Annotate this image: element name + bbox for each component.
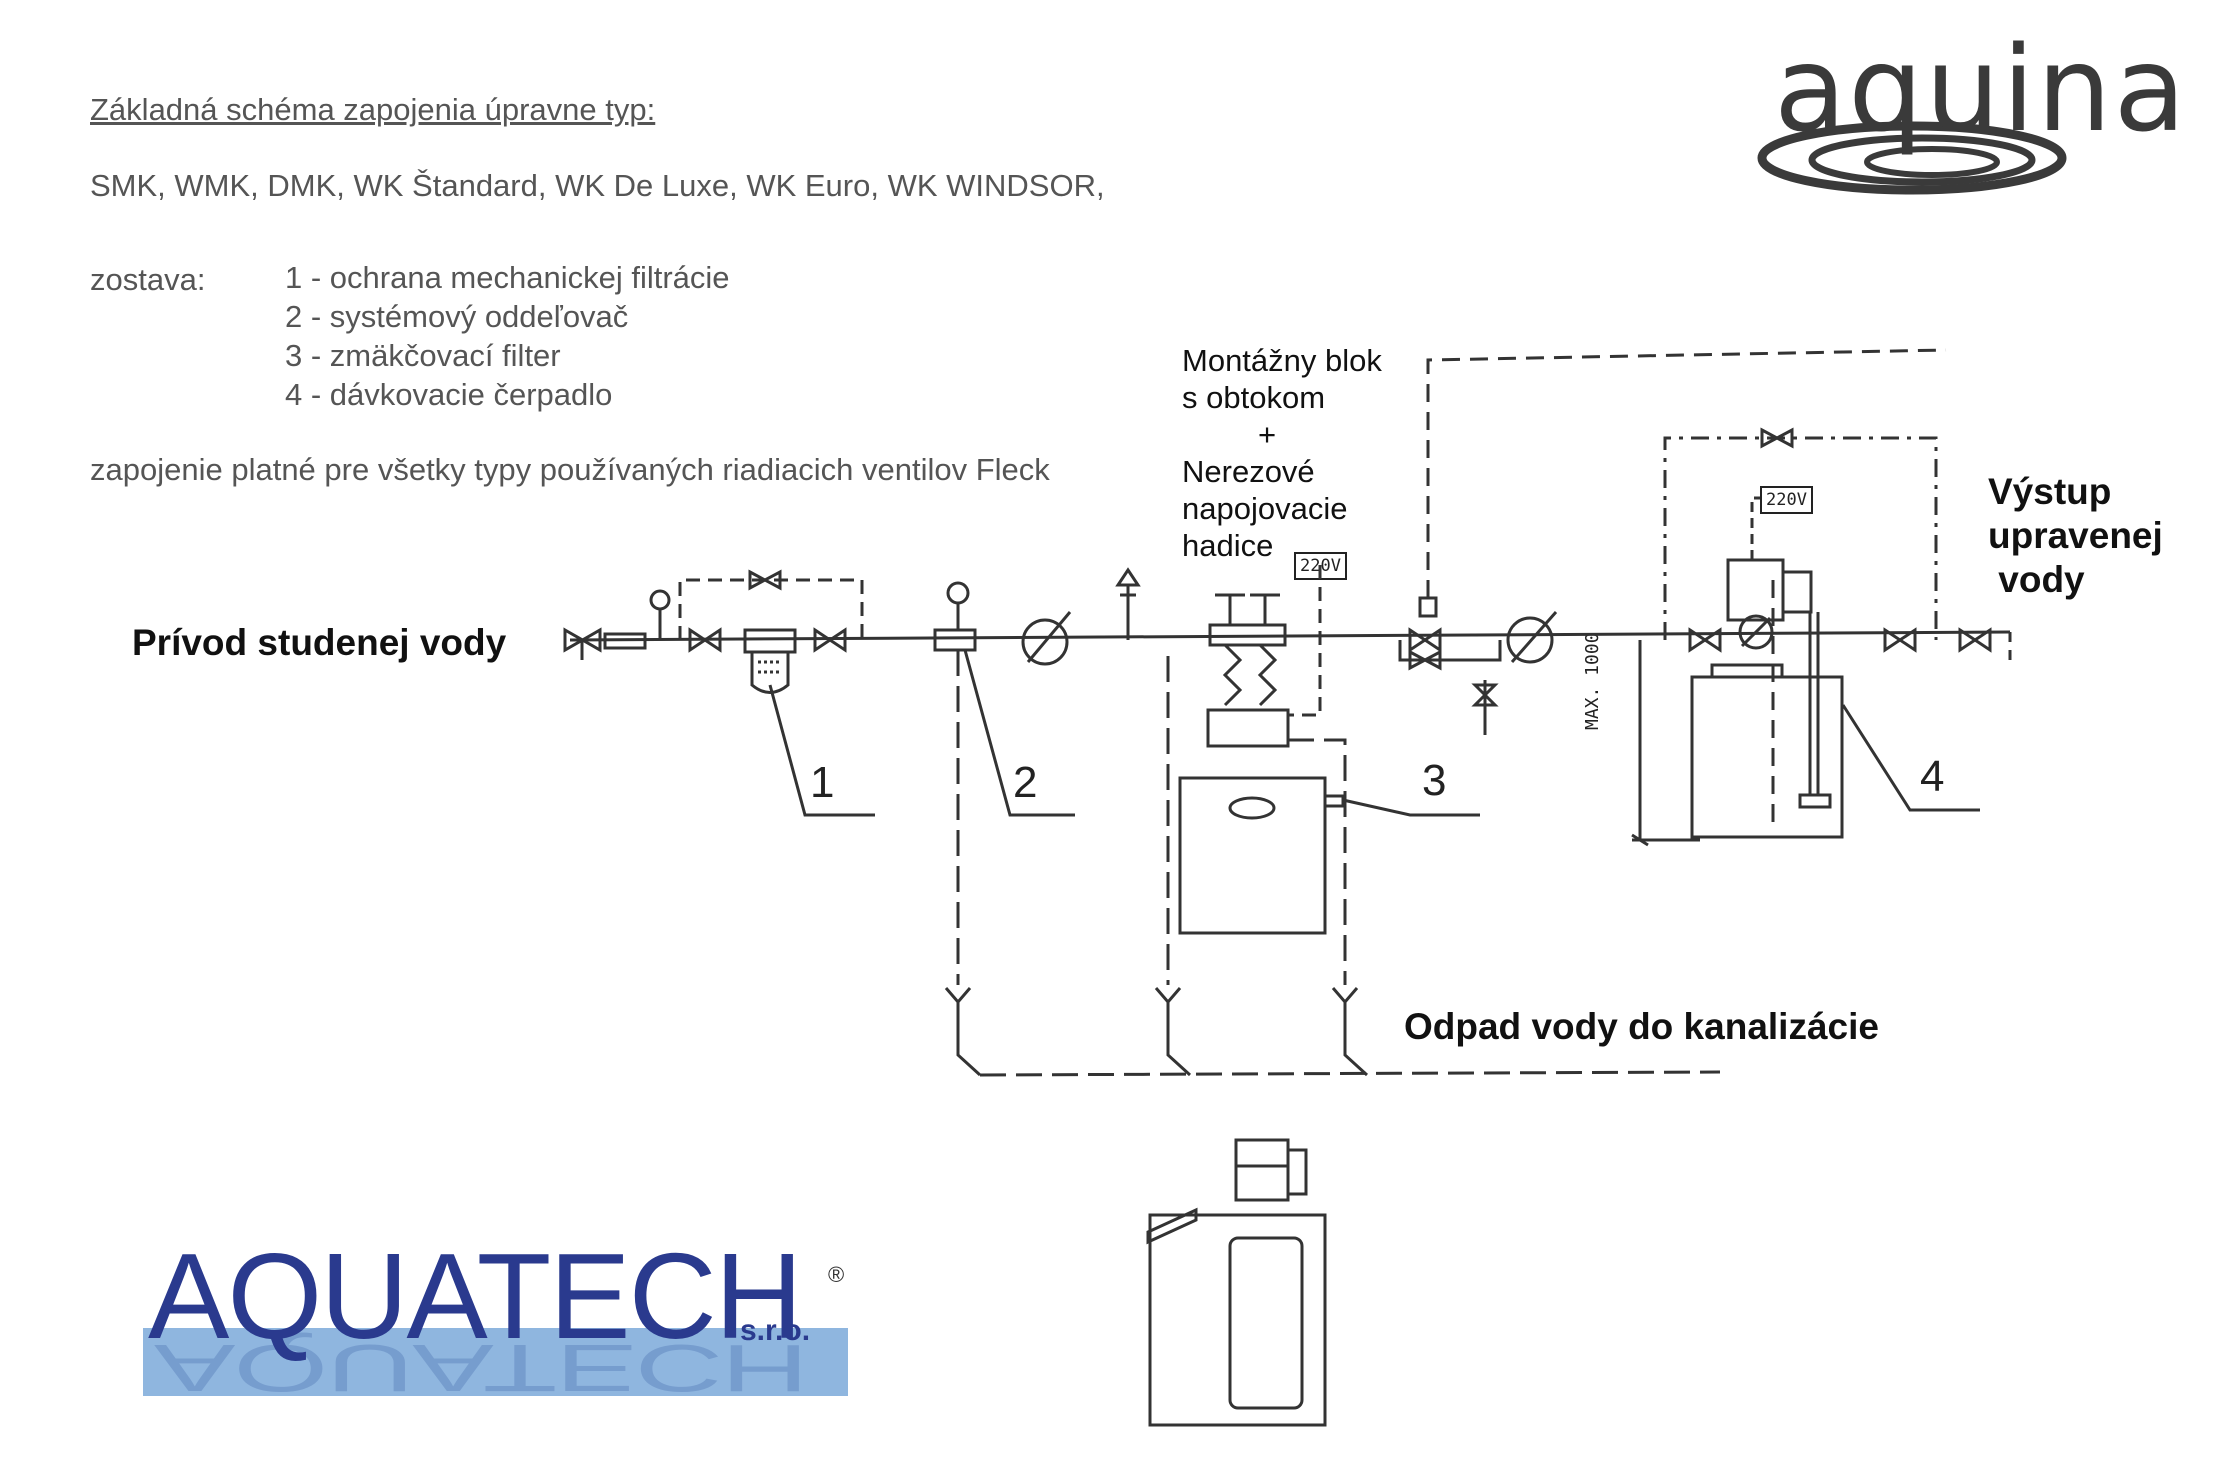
softener-drain-line-2 bbox=[1288, 738, 1347, 985]
inlet-strainer-icon bbox=[603, 632, 647, 650]
registered-mark: ® bbox=[828, 1262, 845, 1287]
outlet-label-line: vody bbox=[1988, 559, 2085, 600]
voltage-label-pump: 220V bbox=[1760, 486, 1813, 514]
main-pipe bbox=[569, 630, 2011, 642]
component-number-1: 1 bbox=[810, 758, 835, 807]
filter-bypass-line bbox=[678, 578, 864, 640]
filter-inlet-valve-icon bbox=[688, 627, 722, 653]
outlet-valve-2-icon bbox=[1958, 627, 1992, 653]
leader-line-2 bbox=[963, 649, 1075, 817]
drain-funnel-icon bbox=[1331, 987, 1369, 1077]
drain-label: Odpad vody do kanalizácie bbox=[1404, 1006, 1879, 1047]
drain-tap-icon bbox=[1471, 683, 1499, 707]
diagram-title: Základná schéma zapojenia úpravne typ: bbox=[90, 92, 656, 127]
inlet-valve-icon bbox=[563, 627, 602, 660]
annotation-line: + bbox=[1258, 417, 1277, 452]
leader-line-4 bbox=[1841, 704, 1980, 812]
dosing-pump-icon bbox=[1690, 558, 1844, 839]
annotation-line: Nerezové bbox=[1182, 454, 1315, 489]
aquatech-logo: AQUATECH AQUATECH s.r.o. ® bbox=[140, 1228, 860, 1410]
pump-bypass-line bbox=[1663, 436, 1938, 640]
chemical-canister-icon bbox=[1146, 1138, 1327, 1427]
annotation-line: hadice bbox=[1182, 528, 1274, 563]
component-number-2: 2 bbox=[1013, 758, 1038, 807]
mounting-valve-top-icon bbox=[1408, 627, 1442, 653]
drain-funnel-icon bbox=[1154, 987, 1192, 1077]
water-softener-icon bbox=[1178, 593, 1345, 935]
flow-meter-2-icon bbox=[1506, 616, 1554, 664]
component-number-4: 4 bbox=[1920, 752, 1945, 801]
legend-item: 3 - zmäkčovací filter bbox=[285, 338, 561, 373]
aquina-wordmark: aquina bbox=[1774, 20, 2188, 158]
softener-power-line bbox=[1288, 565, 1322, 717]
leader-line-3 bbox=[1342, 798, 1480, 817]
pump-power-line bbox=[1750, 496, 1760, 560]
pump-bypass-valve-icon bbox=[1760, 427, 1794, 449]
mounting-block-annotation: Montážny blok s obtokom + Nerezové napoj… bbox=[1182, 342, 1382, 564]
leader-line-1 bbox=[768, 684, 875, 817]
mechanical-filter-icon bbox=[743, 628, 797, 694]
unit-types: SMK, WMK, DMK, WK Štandard, WK De Luxe, … bbox=[90, 168, 1105, 203]
aquina-logo: aquina bbox=[1752, 20, 2192, 198]
outlet-label-line: Výstup bbox=[1988, 471, 2112, 512]
system-separator-icon bbox=[933, 581, 977, 652]
inlet-label: Prívod studenej vody bbox=[132, 622, 507, 663]
annotation-line: s obtokom bbox=[1182, 380, 1326, 415]
outlet-label: Výstup upravenej vody bbox=[1988, 470, 2163, 602]
annotation-line: Montážny blok bbox=[1182, 343, 1382, 378]
sampling-valve-icon bbox=[1418, 596, 1438, 618]
aquatech-band bbox=[143, 1328, 848, 1396]
legend-list: 1 - ochrana mechanickej filtrácie 2 - sy… bbox=[285, 258, 730, 414]
legend-label: zostava: bbox=[90, 262, 206, 297]
bypass-valve-icon bbox=[748, 569, 782, 591]
aquatech-wordmark: AQUATECH bbox=[148, 1228, 803, 1364]
relief-valve-icon bbox=[1115, 567, 1141, 587]
legend-item: 4 - dávkovacie čerpadlo bbox=[285, 377, 613, 412]
pressure-gauge-icon bbox=[649, 589, 671, 611]
outlet-label-line: upravenej bbox=[1988, 515, 2163, 556]
pump-inlet-valve-icon bbox=[1688, 627, 1722, 653]
legend-item: 1 - ochrana mechanickej filtrácie bbox=[285, 260, 730, 295]
filter-outlet-valve-icon bbox=[813, 627, 847, 653]
validity-note: zapojenie platné pre všetky typy používa… bbox=[90, 452, 1050, 487]
sewer-line bbox=[979, 1070, 1721, 1077]
flow-meter-icon bbox=[1021, 618, 1069, 666]
drain-funnel-icon bbox=[944, 987, 982, 1077]
mounting-valve-bottom-icon bbox=[1408, 649, 1442, 671]
component-number-3: 3 bbox=[1422, 756, 1447, 805]
outlet-valve-1-icon bbox=[1883, 627, 1917, 653]
aquina-ripple-graphic bbox=[1757, 121, 2067, 195]
mounting-bypass-loop bbox=[1398, 640, 1502, 662]
aquatech-suffix: s.r.o. bbox=[740, 1314, 811, 1347]
annotation-line: napojovacie bbox=[1182, 491, 1348, 526]
legend-item: 2 - systémový oddeľovač bbox=[285, 299, 629, 334]
control-signal-line bbox=[1426, 348, 1947, 598]
